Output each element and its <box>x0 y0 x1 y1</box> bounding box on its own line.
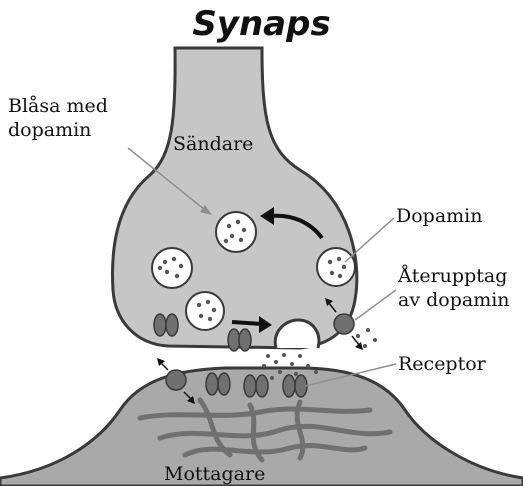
label-receptor: Receptor <box>398 352 486 376</box>
label-vesicle-line1: Blåsa med <box>8 94 108 118</box>
sender-terminal <box>112 48 356 348</box>
label-reuptake-line2: av dopamin <box>398 288 510 312</box>
label-reuptake-line1: Återupptag <box>398 264 507 288</box>
label-dopamine: Dopamin <box>396 204 483 228</box>
release-arrow <box>232 322 262 324</box>
label-receiver: Mottagare <box>164 462 265 486</box>
label-sender: Sändare <box>173 132 253 156</box>
label-vesicle-line2: dopamin <box>8 118 91 142</box>
